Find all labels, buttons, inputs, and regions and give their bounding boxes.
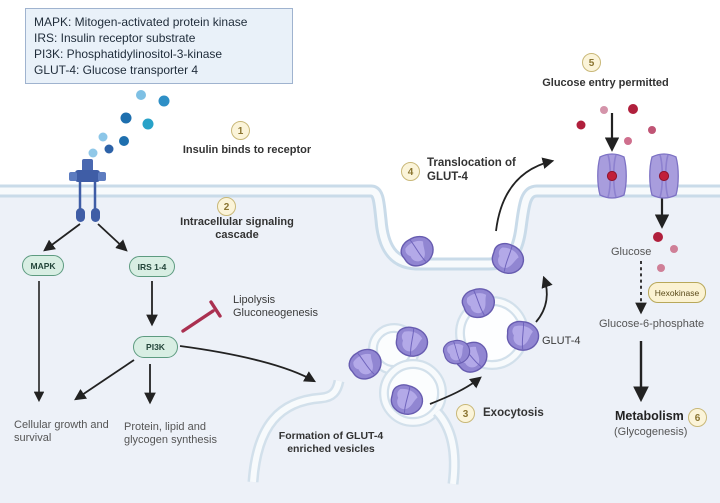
legend-line-irs: IRS: Insulin receptor substrate	[34, 31, 196, 45]
legend-line-glut4: GLUT-4: Glucose transporter 4	[34, 63, 199, 77]
legend-line-mapk: MAPK: Mitogen-activated protein kinase	[34, 15, 248, 29]
legend-box: MAPK: Mitogen-activated protein kinase I…	[25, 8, 293, 84]
cell-interior	[0, 191, 720, 503]
step-5-label: Glucose entry permitted	[542, 77, 669, 89]
insulin-molecules	[88, 90, 170, 158]
step-2-label: Intracellular signaling cascade	[180, 216, 294, 241]
hexokinase-node: Hexokinase	[648, 282, 706, 303]
step-4-badge: 4	[401, 162, 420, 181]
glycogenesis-label: (Glycogenesis)	[614, 426, 688, 438]
step-6-badge: 6	[688, 408, 707, 427]
irs-node: IRS 1-4	[129, 256, 175, 277]
g6p-label: Glucose-6-phosphate	[599, 318, 705, 330]
lipolysis-label: Lipolysis	[233, 294, 276, 306]
metabolism-label: Metabolism	[615, 409, 684, 423]
glucose-label: Glucose	[611, 246, 652, 258]
step-5-badge: 5	[582, 53, 601, 72]
pathway-arrows	[33, 113, 670, 405]
glut4-vesicle-label: GLUT-4	[542, 335, 581, 347]
step-3-badge: 3	[456, 404, 475, 423]
mapk-node: MAPK	[22, 255, 64, 276]
pi3k-node: PI3K	[133, 336, 178, 358]
step-1-badge: 1	[231, 121, 250, 140]
glucose-molecules-intracellular	[653, 232, 678, 272]
step-3-label: Exocytosis	[483, 407, 544, 419]
legend-line-pi3k: PI3K: Phosphatidylinositol-3-kinase	[34, 47, 223, 61]
cellular-growth-label: Cellular growth and survival	[14, 419, 109, 444]
inhibition-bar	[181, 300, 222, 333]
gluconeogenesis-label: Gluconeogenesis	[233, 307, 319, 319]
step-1-label: Insulin binds to receptor	[182, 144, 312, 156]
glucose-molecules	[576, 104, 656, 145]
vesicle-formation-label: Formation of GLUT-4 enriched vesicles	[278, 430, 384, 455]
step-4-label: Translocation of GLUT-4	[427, 157, 516, 183]
insulin-receptor	[69, 159, 106, 222]
step-2-badge: 2	[217, 197, 236, 216]
protein-synthesis-label: Protein, lipid and glycogen synthesis	[124, 421, 217, 446]
